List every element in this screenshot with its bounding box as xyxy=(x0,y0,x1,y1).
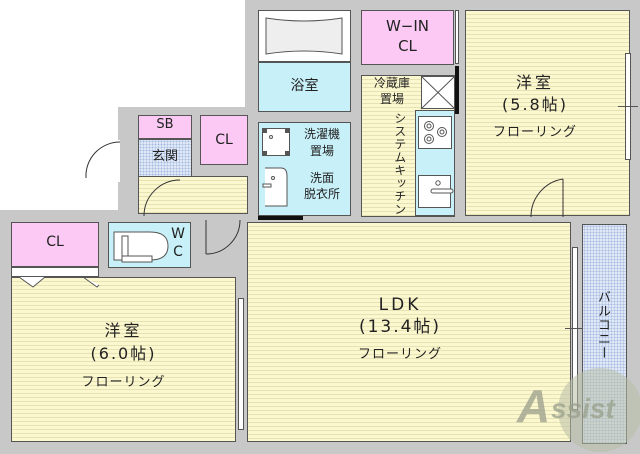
washer-space-label-line1: 洗濯機 xyxy=(303,127,340,141)
entrance-label: 玄関 xyxy=(151,149,178,164)
shoe-box-label: SB xyxy=(156,117,174,132)
western-room-5-8-floor: フローリング xyxy=(492,125,577,140)
shoe-box xyxy=(138,115,192,139)
washroom-label-line1: 洗面 xyxy=(309,171,334,185)
fridge-space-icon xyxy=(420,75,456,110)
hall-door-swing-icon xyxy=(143,179,181,217)
closet-room-6-0-doors xyxy=(11,267,99,277)
fridge-space-label-line1: 冷蔵庫 xyxy=(373,76,410,90)
western-room-5-8-door-swing-icon xyxy=(530,178,564,218)
western-room-6-0-size: (6.0帖) xyxy=(90,344,157,363)
western-room-6-0 xyxy=(11,277,236,442)
closet-room-6-0-label: CL xyxy=(46,234,64,250)
western-room-6-0-floor: フローリング xyxy=(81,375,166,390)
closet-entry-label: CL xyxy=(215,132,233,148)
washroom-threshold xyxy=(258,216,303,220)
western-room-5-8-size: (5.8帖) xyxy=(502,95,568,114)
washing-machine-icon xyxy=(262,128,290,156)
closet-door-arrows-overlay-icon xyxy=(18,276,100,288)
washroom-label-line2: 脱衣所 xyxy=(303,187,340,201)
ldk-size: (13.4帖) xyxy=(358,317,442,337)
svg-text:A: A xyxy=(516,380,550,432)
bathtub-icon xyxy=(265,17,343,55)
western-room-6-0-name: 洋室 xyxy=(104,321,143,340)
stove-burner-icon xyxy=(418,116,452,149)
entrance-door-swing-icon xyxy=(85,141,121,179)
toilet-door-swing-icon xyxy=(205,219,241,255)
partition-sliding-door xyxy=(238,298,244,430)
fridge-space-label-line2: 置場 xyxy=(379,92,404,106)
kitchen-sink-icon xyxy=(418,175,454,208)
entry-hall-floor xyxy=(138,176,248,214)
kitchen-wall-black xyxy=(455,66,459,114)
ldk-window-tick xyxy=(565,328,585,329)
balcony-label: バルコニー xyxy=(594,290,610,360)
toilet-icon xyxy=(113,231,169,263)
walk-in-closet-label-line2: CL xyxy=(398,37,417,55)
walk-in-closet xyxy=(361,10,454,65)
walk-in-closet-label-line1: W−IN xyxy=(385,17,430,35)
walk-in-closet-door xyxy=(455,10,459,64)
washer-space-label-line2: 置場 xyxy=(309,144,334,158)
bathroom-label: 浴室 xyxy=(290,78,319,94)
ldk-floor: フローリング xyxy=(357,347,442,362)
assist-watermark-logo: A ssist xyxy=(516,368,640,452)
toilet-label-line1: W xyxy=(171,226,185,242)
system-kitchen-label: システムキッチン xyxy=(392,112,407,216)
ldk-room xyxy=(247,222,571,442)
toilet-label-line2: C xyxy=(173,244,183,260)
western-room-5-8-window-tick xyxy=(618,106,638,107)
western-room-5-8 xyxy=(465,10,630,216)
svg-text:ssist: ssist xyxy=(551,393,616,424)
bathroom xyxy=(258,62,351,112)
closet-room-6-0 xyxy=(11,222,99,267)
washbasin-icon xyxy=(262,167,288,207)
ldk-name: LDK xyxy=(378,295,422,315)
entrance-tile xyxy=(138,139,192,179)
closet-entry xyxy=(200,115,248,165)
western-room-5-8-name: 洋室 xyxy=(515,73,554,92)
